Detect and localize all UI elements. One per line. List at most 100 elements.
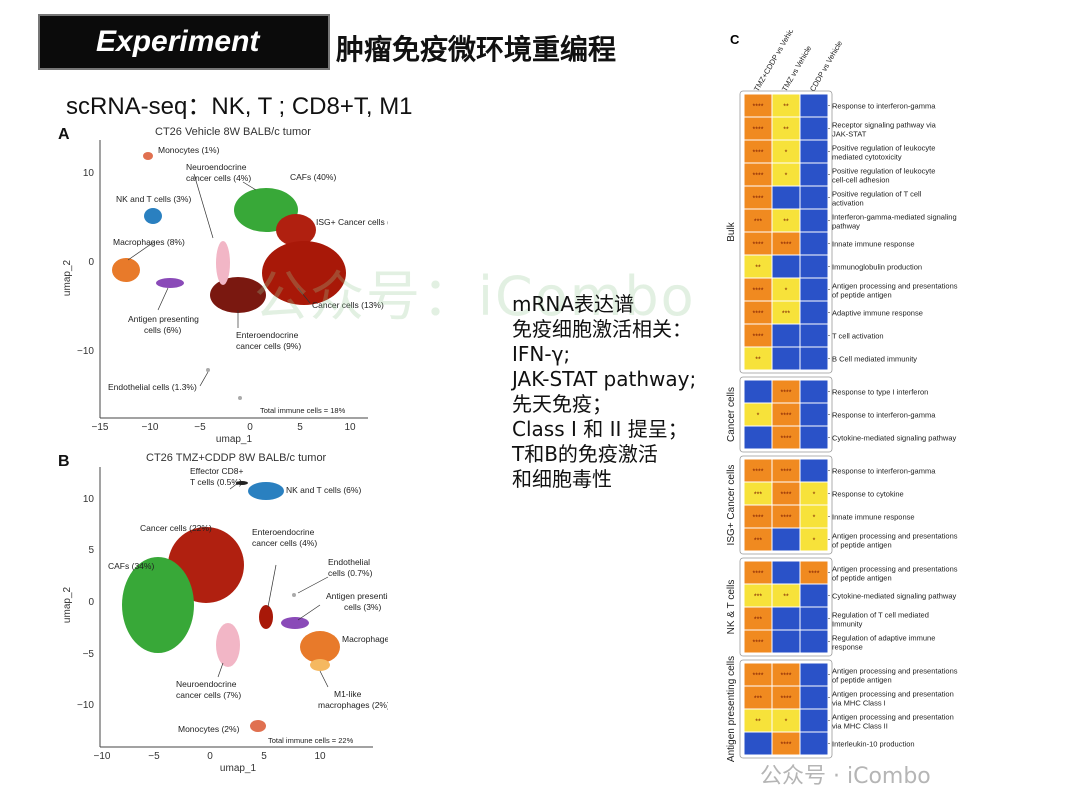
significance-stars: ** [755, 357, 761, 364]
column-header: TMZ vs Vehicle [780, 44, 813, 93]
significance-stars: *** [754, 617, 762, 624]
heatmap-cell [799, 93, 829, 118]
significance-stars: **** [753, 150, 764, 157]
significance-stars: **** [753, 196, 764, 203]
term-label: Response to interferon-gamma [832, 411, 936, 420]
significance-stars: **** [781, 515, 792, 522]
significance-stars: **** [809, 571, 820, 578]
cluster-label: Endothelial cells (1.3%) [108, 382, 197, 392]
term-label: B Cell mediated immunity [832, 355, 917, 364]
x-tick: 5 [261, 751, 267, 762]
group-label: Antigen presenting cells [726, 656, 737, 762]
note-line: 先天免疫； [512, 392, 612, 416]
leader-line [297, 576, 329, 594]
significance-stars: **** [781, 696, 792, 703]
significance-stars: *** [754, 696, 762, 703]
cluster-monocytes [143, 152, 153, 160]
term-label: mediated cytotoxicity [832, 153, 902, 162]
cluster-label: CAFs (40%) [290, 172, 336, 182]
y-tick: 10 [83, 494, 95, 505]
cluster-apc [281, 617, 309, 629]
term-label: cell-cell adhesion [832, 176, 890, 185]
significance-stars: *** [754, 594, 762, 601]
x-tick: −5 [194, 422, 206, 433]
term-label: of peptide antigen [832, 676, 892, 685]
header-tag: Experiment [38, 14, 330, 70]
cluster-label: Macrophages (8%) [113, 237, 185, 247]
significance-stars: **** [781, 469, 792, 476]
leader-line [127, 241, 155, 261]
cluster-label: Neuroendocrine [176, 679, 237, 689]
cluster-monocytes [250, 720, 266, 732]
heatmap-cell [799, 606, 829, 631]
heatmap-cell [799, 685, 829, 710]
heatmap-cell [799, 208, 829, 233]
cluster-label: cancer cells (4%) [252, 538, 317, 548]
heatmap-cell [743, 425, 773, 450]
significance-stars: *** [754, 219, 762, 226]
term-label: Response to cytokine [832, 490, 904, 499]
slide-subtitle: scRNA-seq：NK, T ; CD8+T, M1 [66, 93, 413, 120]
slide-title: 肿瘤免疫微环境重编程 [336, 33, 617, 66]
term-label: Positive regulation of leukocyte [832, 144, 935, 153]
significance-stars: **** [753, 127, 764, 134]
group-box [739, 455, 833, 555]
significance-stars: ** [755, 265, 761, 272]
cluster-isg-cancer [276, 214, 316, 246]
term-label: of peptide antigen [832, 291, 892, 300]
y-tick: −5 [83, 649, 95, 660]
term-label: Adaptive immune response [832, 309, 923, 318]
term-label: response [832, 643, 863, 652]
significance-stars: * [785, 288, 788, 295]
x-axis-label: umap_1 [216, 434, 253, 445]
heatmap-cell [799, 254, 829, 279]
term-label: Antigen processing and presentations [832, 667, 958, 676]
x-tick: −10 [142, 422, 159, 433]
cluster-label: macrophages (2%) [318, 700, 388, 710]
significance-stars: * [757, 413, 760, 420]
heatmap-cell [771, 254, 801, 279]
significance-stars: ** [783, 104, 789, 111]
term-label: Positive regulation of T cell [832, 190, 922, 199]
cluster-label: cells (3%) [344, 602, 381, 612]
cluster-endothelial [292, 593, 296, 597]
cluster-neuroendocrine [216, 623, 240, 667]
cluster-apc [156, 278, 184, 288]
group-box [739, 659, 833, 759]
significance-stars: **** [753, 334, 764, 341]
significance-stars: **** [753, 640, 764, 647]
term-label: Receptor signaling pathway via [832, 121, 937, 130]
heatmap-cell [799, 277, 829, 302]
cluster-label: CAFs (34%) [108, 561, 154, 571]
x-tick: 0 [247, 422, 253, 433]
term-label: Antigen processing and presentation [832, 713, 954, 722]
cluster-label: cancer cells (9%) [236, 341, 301, 351]
y-axis-label: umap_2 [62, 586, 73, 623]
cluster-cafs [122, 557, 194, 653]
cluster-label: Macrophages (9%) [342, 634, 388, 644]
significance-stars: **** [753, 242, 764, 249]
cluster-label: cancer cells (4%) [186, 173, 251, 183]
cluster-label: Effector CD8+ [190, 466, 244, 476]
panel-a-letter: A [58, 126, 70, 143]
umap-plot-b: −10 −5 0 5 10 10 5 0 −5 −10 umap_1 umap_… [62, 466, 388, 774]
y-tick: 10 [83, 168, 95, 179]
heatmap-cell [799, 139, 829, 164]
leader-line [267, 564, 277, 608]
note-line: IFN-γ; [512, 342, 571, 366]
header-tag-text: Experiment [96, 25, 260, 58]
umap-plot-a: −15 −10 −5 0 5 10 10 0 −10 umap_1 umap_2… [62, 140, 388, 445]
term-label: Interferon-gamma-mediated signaling [832, 213, 957, 222]
cluster-label: Antigen presenting [128, 314, 199, 324]
x-tick: −10 [94, 751, 111, 762]
group-box [739, 90, 833, 374]
cluster-cancer [262, 241, 346, 305]
leader-line [297, 604, 321, 621]
heatmap-cell [799, 708, 829, 733]
significance-stars: * [785, 719, 788, 726]
heatmap-cell [799, 458, 829, 483]
panel-b-letter: B [58, 453, 70, 470]
note-line: JAK-STAT pathway; [512, 367, 697, 391]
significance-stars: **** [781, 390, 792, 397]
